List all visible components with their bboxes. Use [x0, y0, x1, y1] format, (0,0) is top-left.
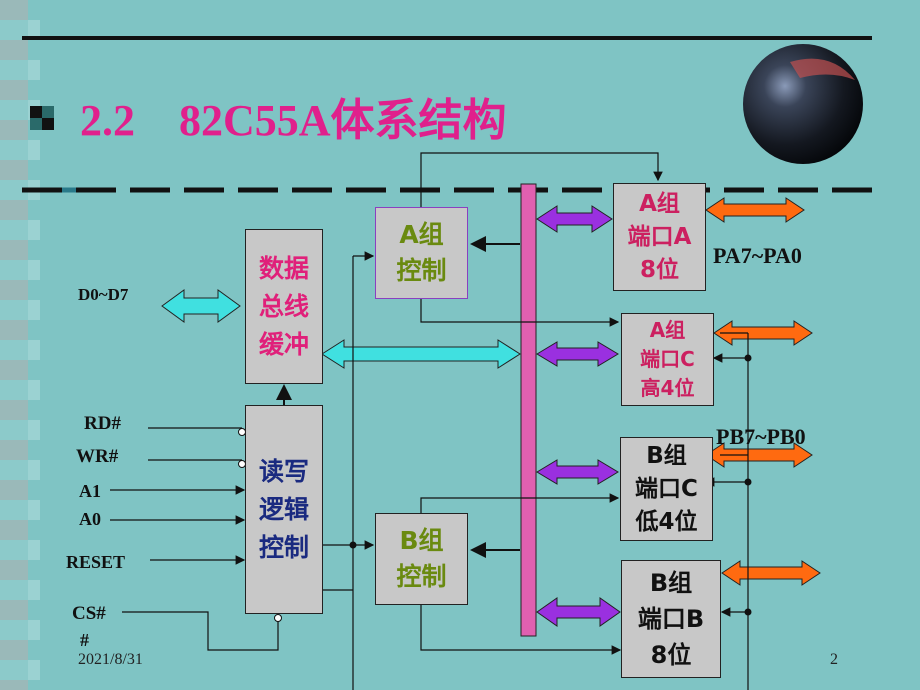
- pa-label: PA7~PA0: [713, 243, 802, 268]
- slide-title: 2.2 82C55A体系结构: [80, 96, 507, 145]
- group-a-control-block: A组 控制: [375, 207, 468, 299]
- port-c-low-block: B组 端口C 低4位: [620, 437, 713, 541]
- a0-label: A0: [79, 509, 101, 529]
- data-bus-buffer-block: 数据 总线 缓冲: [245, 229, 323, 384]
- slide-page-number: 2: [830, 651, 838, 668]
- sphere-highlight: [790, 58, 855, 80]
- read-write-logic-block: 读写 逻辑 控制: [245, 405, 323, 614]
- pc-high-arrow: [713, 320, 813, 346]
- internal-data-bus: [520, 183, 537, 637]
- rd-label: RD#: [84, 413, 121, 434]
- bus-portc-low-arrow: [536, 459, 619, 485]
- bus-portc-high-arrow: [536, 341, 619, 367]
- cs-hash-label: #: [80, 630, 89, 650]
- square-bullet-icon: [30, 106, 54, 130]
- bus-portb-arrow: [536, 597, 621, 627]
- group-b-control-block: B组 控制: [375, 513, 468, 605]
- pb-label: PB7~PB0: [716, 424, 806, 449]
- wr-label: WR#: [76, 446, 119, 467]
- slide-date: 2021/8/31: [78, 651, 143, 668]
- left-decorative-checker: [0, 0, 28, 690]
- port-a-block: A组 端口A 8位: [613, 183, 706, 291]
- pb-arrow: [721, 560, 821, 586]
- pa-arrow: [705, 197, 805, 223]
- port-b-block: B组 端口B 8位: [621, 560, 721, 678]
- cs-label: CS#: [72, 603, 106, 624]
- d0-d7-label: D0~D7: [78, 285, 129, 304]
- pc-low-arrow: [705, 442, 813, 468]
- d0-d7-arrow: [161, 289, 241, 323]
- a1-label: A1: [79, 481, 101, 501]
- port-c-high-block: A组 端口C 高4位: [621, 313, 714, 406]
- bus-porta-arrow: [536, 205, 613, 233]
- buffer-bus-arrow: [321, 339, 521, 369]
- reset-label: RESET: [66, 552, 126, 572]
